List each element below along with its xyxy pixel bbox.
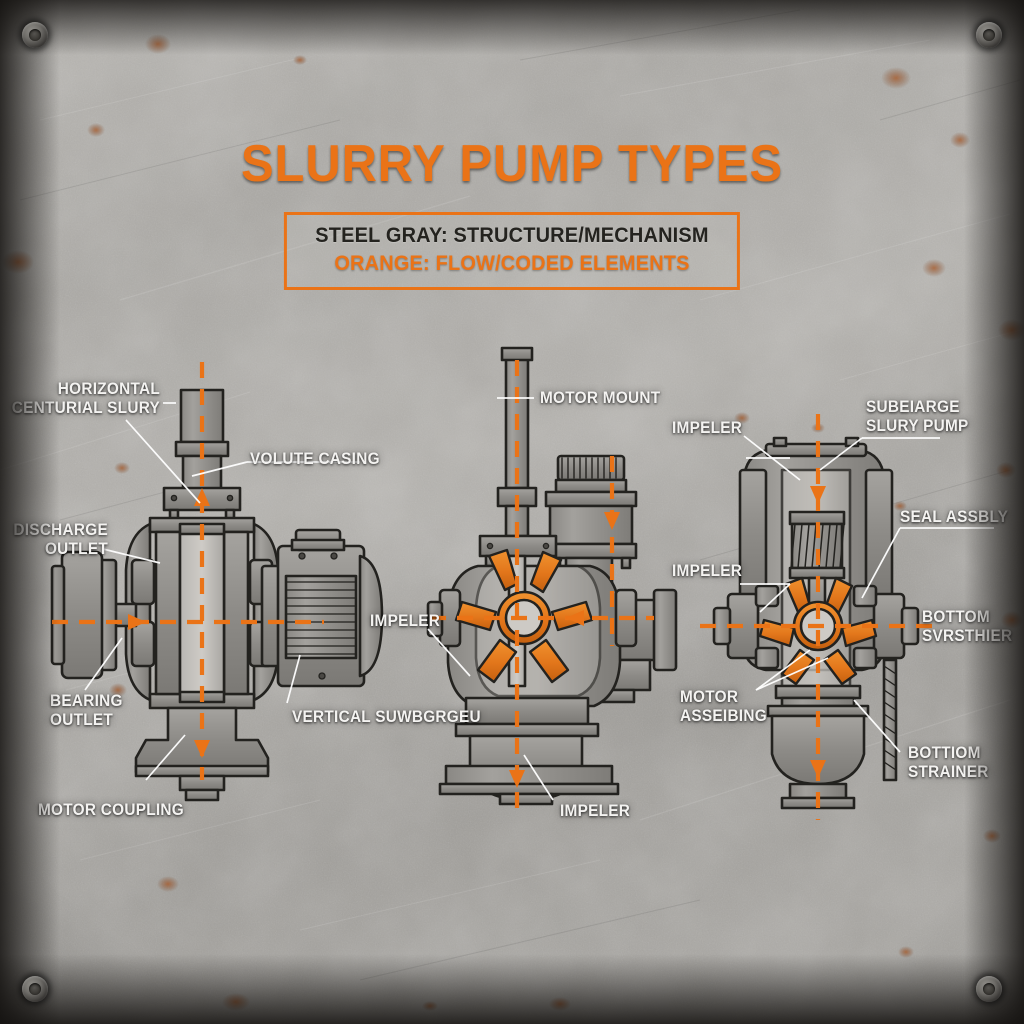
label-impeler-right-top: IMPELER [672,419,743,437]
label-impeler-middle-left: IMPELER [370,612,441,630]
screw-top-right [976,22,1002,48]
screw-top-left [22,22,48,48]
label-bearing-outlet: BEARING OUTLET [50,692,123,730]
label-subeiarge-slury-pump: SUBEIARGE SLURY PUMP [866,398,969,436]
label-horizontal-centurial-slury: HORIZONTAL CENTURIAL SLURY [11,380,161,418]
label-impeler-right-mid: IMPELER [672,562,743,580]
label-vertical-suwbgrgeu: VERTICAL SUWBGRGEU [292,708,481,726]
screw-bottom-left [22,976,48,1002]
label-motor-asseibing: MOTOR ASSEIBING [680,688,767,726]
label-volute-casing: VOLUTE CASING [250,450,380,468]
label-discharge-outlet: DISCHARGE OUTLET [13,521,109,559]
pump-horizontal-centrifugal [50,362,384,802]
screw-bottom-right [976,976,1002,1002]
label-impeler-middle-bottom: IMPELER [560,802,631,820]
pump-vertical-sump [426,346,678,810]
label-bottom-svrsthier: BOTTOM SVRSTHIER [922,608,1013,646]
label-seal-assbly: SEAL ASSBLY [900,508,1009,526]
label-motor-mount: MOTOR MOUNT [540,389,661,407]
label-motor-coupling: MOTOR COUPLING [38,801,184,819]
label-bottiom-strainer: BOTTIOM STRAINER [908,744,989,782]
pump-submersible [700,414,940,820]
